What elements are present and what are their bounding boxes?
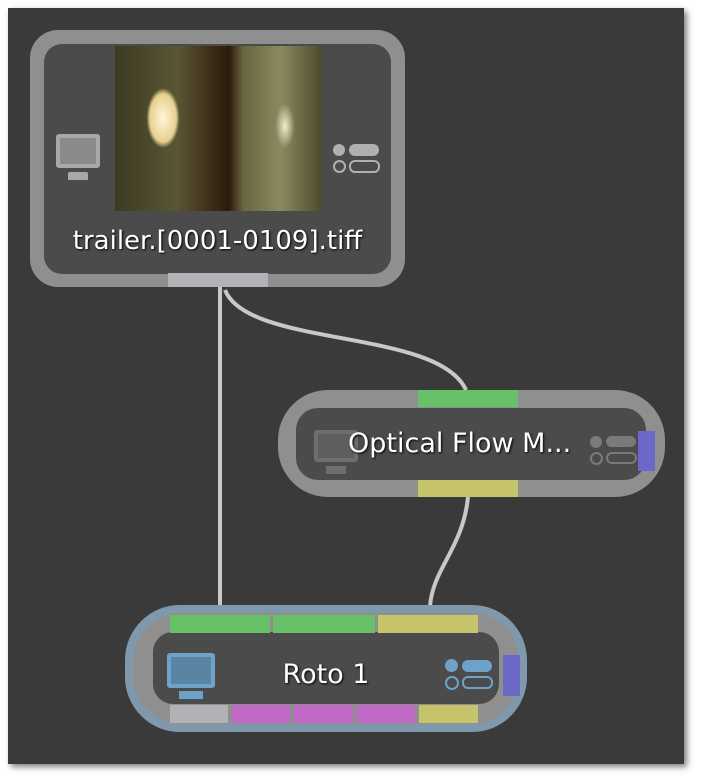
node-label: trailer.[0001-0109].tiff — [72, 226, 363, 256]
input-port[interactable] — [170, 615, 270, 633]
output-port[interactable] — [170, 705, 228, 723]
node-label: Optical Flow M... — [348, 428, 572, 459]
connections — [218, 287, 470, 607]
node-label: Roto 1 — [282, 659, 370, 690]
mask-port[interactable] — [503, 655, 520, 696]
output-port[interactable] — [294, 705, 353, 723]
wire-source-to-optical-flow — [223, 289, 468, 391]
wire-optical-flow-to-roto — [428, 496, 470, 607]
input-port[interactable] — [378, 615, 478, 633]
mask-port[interactable] — [638, 431, 655, 471]
monitor-icon[interactable] — [56, 134, 100, 182]
thumbnail-image — [115, 46, 322, 211]
node-graph-canvas[interactable]: trailer.[0001-0109].tiff Optical Flow M.… — [8, 8, 684, 764]
settings-toggle-icon[interactable] — [333, 142, 381, 174]
output-port[interactable] — [168, 273, 268, 287]
output-port[interactable] — [232, 705, 290, 723]
input-port[interactable] — [418, 390, 518, 407]
node-roto[interactable]: Roto 1 — [125, 605, 527, 732]
output-port[interactable] — [357, 705, 415, 723]
monitor-icon[interactable] — [167, 653, 215, 699]
node-trailer-source[interactable]: trailer.[0001-0109].tiff — [30, 30, 405, 287]
monitor-icon[interactable] — [314, 430, 358, 476]
output-port[interactable] — [419, 705, 478, 723]
node-optical-flow[interactable]: Optical Flow M... — [278, 390, 665, 497]
output-port[interactable] — [418, 480, 518, 497]
settings-toggle-icon[interactable] — [445, 659, 495, 691]
input-port[interactable] — [273, 615, 375, 633]
settings-toggle-icon[interactable] — [590, 436, 638, 466]
